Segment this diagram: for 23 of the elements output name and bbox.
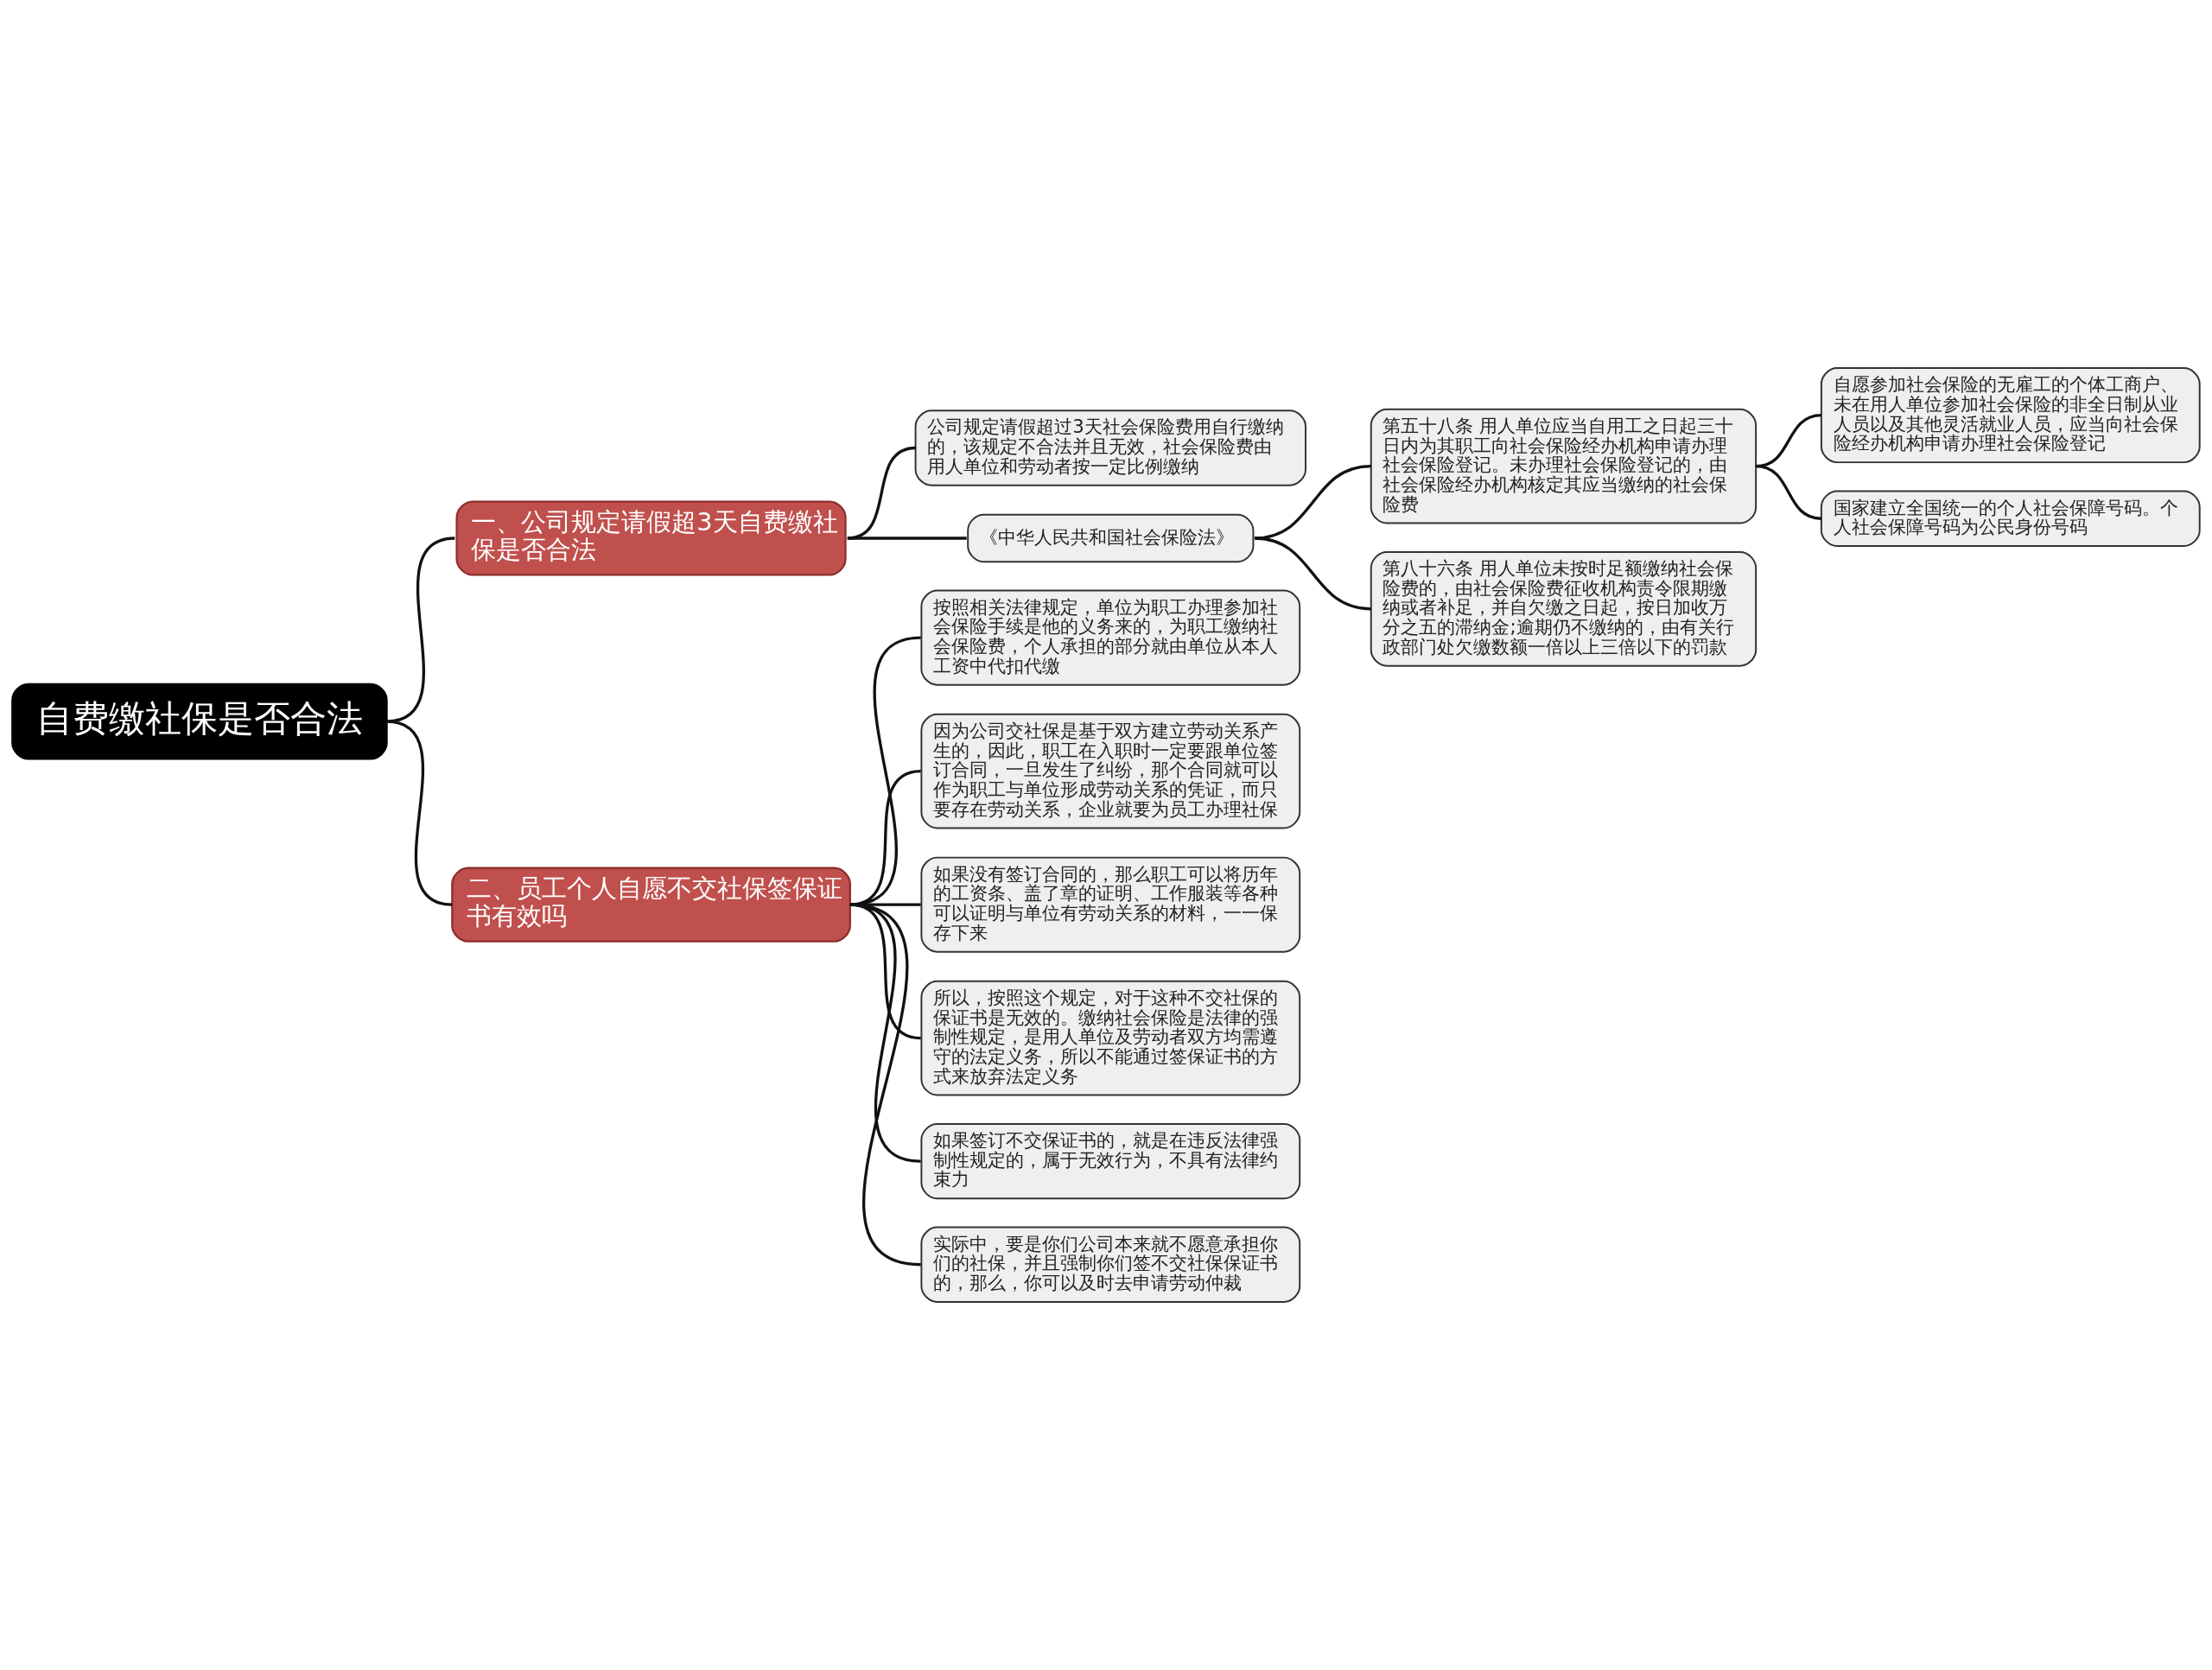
node-box: 一、公司规定请假超3天自费缴社保是否合法 — [455, 500, 847, 576]
node-box: 自费缴社保是否合法 — [11, 683, 388, 760]
node-box: 按照相关法律规定，单位为职工办理参加社会保险手续是他的义务来的，为职工缴纳社会保险费，个人承担的部分就由单位从本人工资中代扣代缴 — [920, 589, 1301, 686]
node-box: 二、员工个人自愿不交社保签保证书有效吗 — [451, 867, 851, 943]
node-box: 如果签订不交保证书的，就是在违反法律强制性规定的，属于无效行为，不具有法律约束力 — [920, 1122, 1301, 1200]
connector — [849, 636, 921, 906]
connector — [1755, 465, 1822, 520]
node-box: 因为公司交社保是基于双方建立劳动关系产生的，因此，职工在入职时一定要跟单位签订合同，一旦发生了纠纷，那个合同就可以作为职工与单位形成劳动关系的凭证，而只要存在劳动关系，企业就要为员工办理社保 — [920, 713, 1301, 829]
node-box: 第八十六条 用人单位未按时足额缴纳社会保险费的，由社会保险费征收机构责令限期缴纳或者补足，并自欠缴之日起，按日加收万分之五的滞纳金;逾期仍不缴纳的，由有关行政部门处欠缴数额一倍以上三倍以下的罚款 — [1370, 550, 1758, 667]
node-box: 实际中，要是你们公司本来就不愿意承担你们的社保，并且强制你们签不交社保保证书的，那么，你可以及时去申请劳动仲裁 — [920, 1226, 1301, 1303]
node-box: 国家建立全国统一的个人社会保障号码。个人社会保障号码为公民身份号码 — [1820, 490, 2201, 548]
node-box: 所以，按照这个规定，对于这种不交社保的保证书是无效的。缴纳社会保险是法律的强制性规定，是用人单位及劳动者双方均需遵守的法定义务，所以不能通过签保证书的方式来放弃法定义务 — [920, 980, 1301, 1096]
node-box: 自愿参加社会保险的无雇工的个体工商户、未在用人单位参加社会保险的非全日制从业人员以及其他灵活就业人员，应当向社会保险经办机构申请办理社会保险登记 — [1820, 367, 2201, 464]
connector — [1254, 537, 1371, 611]
node-box: 第五十八条 用人单位应当自用工之日起三十日内为其职工向社会保险经办机构申请办理社会保险登记。未办理社会保险登记的，由社会保险经办机构核定其应当缴纳的社会保险费 — [1370, 408, 1758, 524]
connector — [386, 537, 455, 723]
node-box: 如果没有签订合同的，那么职工可以将历年的工资条、盖了章的证明、工作服装等各种可以证明与单位有劳动关系的材料，一一保存下来 — [920, 856, 1301, 953]
connector — [847, 537, 967, 540]
node-box: 公司规定请假超过3天社会保险费用自行缴纳的，该规定不合法并且无效，社会保险费由用人单位和劳动者按一定比例缴纳 — [914, 410, 1306, 486]
connector — [849, 770, 921, 906]
connector — [849, 903, 921, 1267]
node-box: 《中华人民共和国社会保险法》 — [967, 513, 1255, 563]
connector — [386, 720, 453, 906]
